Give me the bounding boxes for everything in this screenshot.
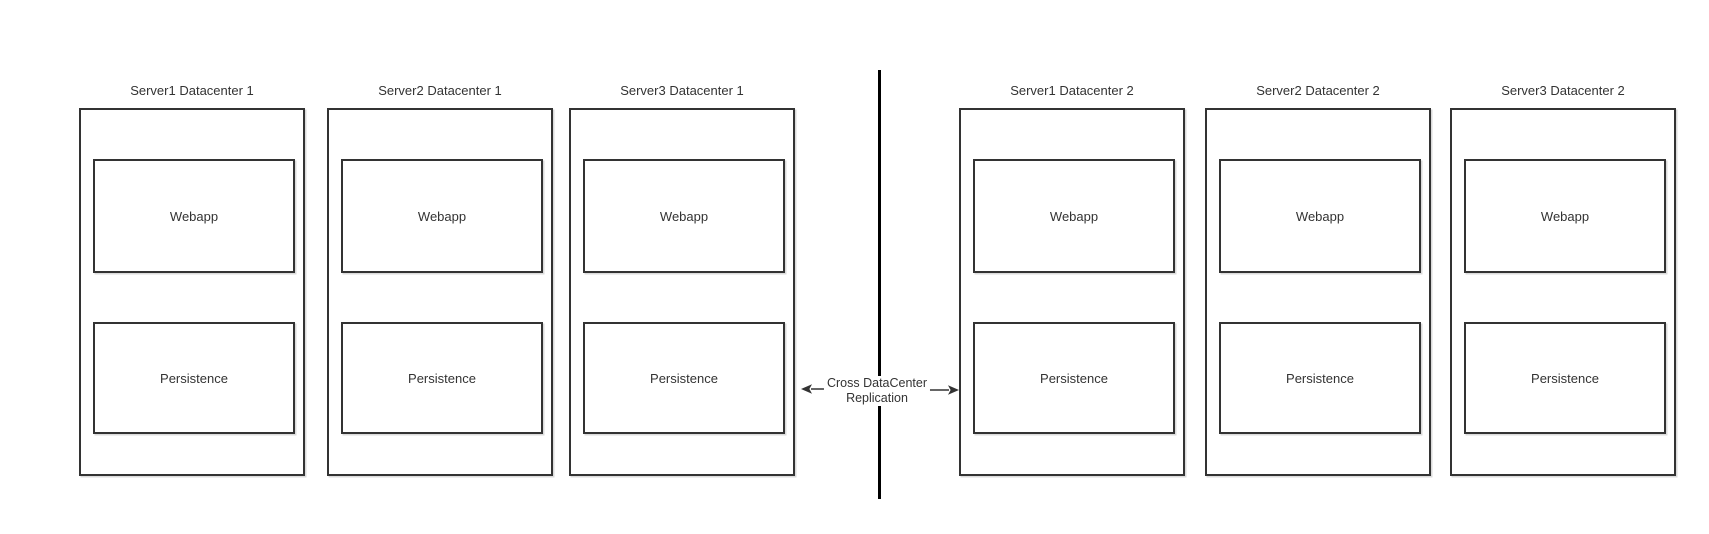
server-title: Server2 Datacenter 2 [1256,83,1380,98]
server-group-dc1-server3: Server3 Datacenter 1 Webapp Persistence [569,83,795,476]
webapp-label: Webapp [417,208,467,224]
persistence-label: Persistence [1040,370,1108,386]
server-frame: Webapp Persistence [1450,108,1676,476]
server-frame: Webapp Persistence [569,108,795,476]
server-group-dc1-server1: Server1 Datacenter 1 Webapp Persistence [79,83,305,476]
persistence-label: Persistence [650,370,718,386]
webapp-box: Webapp [973,159,1175,273]
webapp-label: Webapp [1295,208,1345,224]
persistence-box: Persistence [1219,322,1421,434]
server-group-dc2-server3: Server3 Datacenter 2 Webapp Persistence [1450,83,1676,476]
replication-label-line2: Replication [846,391,908,405]
webapp-box: Webapp [1219,159,1421,273]
right-arrow-icon [925,385,959,395]
server-group-dc2-server1: Server1 Datacenter 2 Webapp Persistence [959,83,1185,476]
webapp-box: Webapp [583,159,785,273]
persistence-box: Persistence [973,322,1175,434]
persistence-box: Persistence [1464,322,1666,434]
replication-label-line1: Cross DataCenter [826,376,928,390]
persistence-label: Persistence [160,370,228,386]
replication-label: Cross DataCenter Replication [823,376,931,406]
server-frame: Webapp Persistence [1205,108,1431,476]
server-title: Server3 Datacenter 2 [1501,83,1625,98]
persistence-label: Persistence [408,370,476,386]
persistence-box: Persistence [93,322,295,434]
persistence-label: Persistence [1286,370,1354,386]
persistence-label: Persistence [1531,370,1599,386]
server-title: Server1 Datacenter 2 [1010,83,1134,98]
webapp-box: Webapp [1464,159,1666,273]
server-title: Server1 Datacenter 1 [130,83,254,98]
webapp-label: Webapp [659,208,709,224]
server-group-dc2-server2: Server2 Datacenter 2 Webapp Persistence [1205,83,1431,476]
server-title: Server3 Datacenter 1 [620,83,744,98]
server-title: Server2 Datacenter 1 [378,83,502,98]
server-frame: Webapp Persistence [79,108,305,476]
server-frame: Webapp Persistence [327,108,553,476]
webapp-label: Webapp [1049,208,1099,224]
persistence-box: Persistence [583,322,785,434]
webapp-label: Webapp [1540,208,1590,224]
server-group-dc1-server2: Server2 Datacenter 1 Webapp Persistence [327,83,553,476]
webapp-box: Webapp [93,159,295,273]
datacenter-divider-line [878,70,881,499]
persistence-box: Persistence [341,322,543,434]
webapp-label: Webapp [169,208,219,224]
webapp-box: Webapp [341,159,543,273]
server-frame: Webapp Persistence [959,108,1185,476]
